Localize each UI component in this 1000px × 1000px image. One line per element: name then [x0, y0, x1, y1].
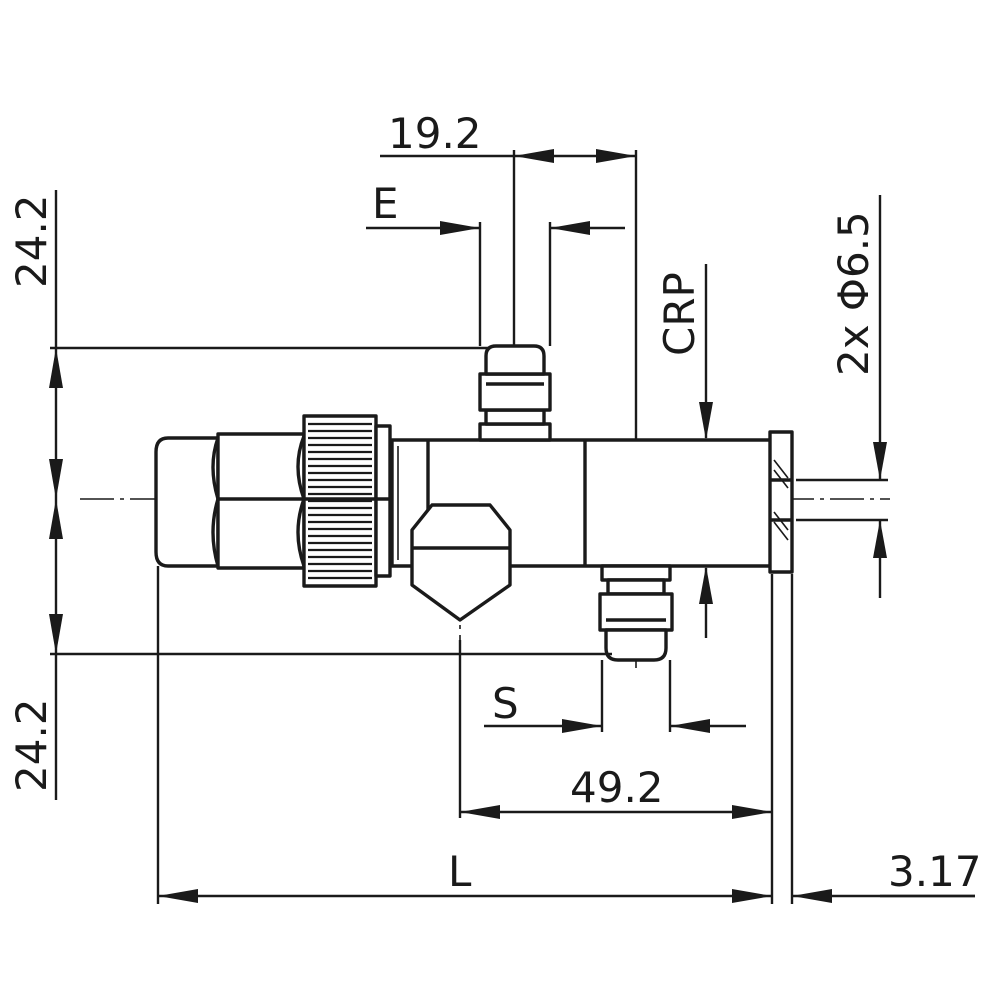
dim-s: S [492, 679, 519, 728]
lower-fitting [598, 564, 674, 662]
dim-hole-spec: 2x Φ6.5 [829, 211, 878, 376]
dim-e: E [372, 179, 399, 228]
dimension-lines [50, 150, 975, 904]
dim-left-upper-24-2: 24.2 [7, 194, 56, 288]
upper-fitting [478, 344, 552, 442]
dim-l: L [448, 847, 472, 896]
dim-49-2: 49.2 [570, 763, 664, 812]
dim-left-lower-24-2: 24.2 [7, 698, 56, 792]
knurled-nut [302, 414, 392, 588]
dim-19-2: 19.2 [388, 109, 482, 158]
dim-3-17: 3.17 [888, 847, 982, 896]
end-cap [154, 432, 306, 570]
arrowheads [49, 149, 887, 903]
dim-crp: CRP [655, 272, 704, 356]
hex-nut [410, 503, 512, 622]
